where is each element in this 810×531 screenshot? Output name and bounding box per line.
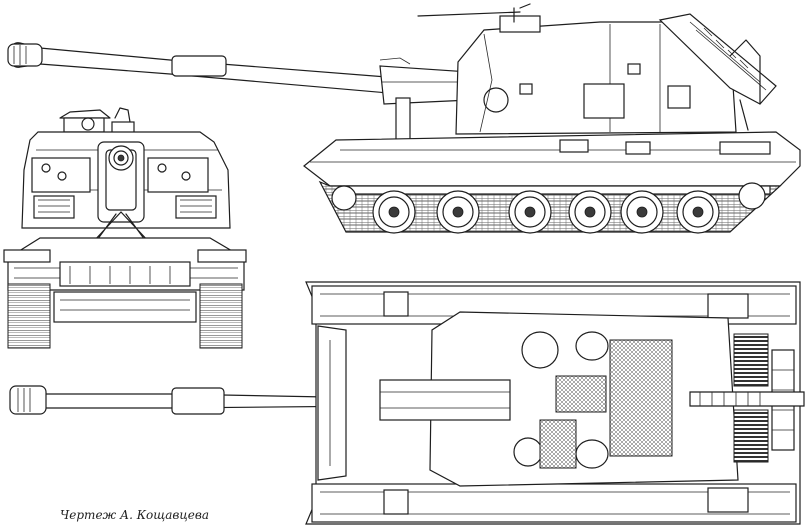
road-wheel xyxy=(574,196,606,228)
road-wheel xyxy=(626,196,658,228)
road-wheel xyxy=(682,196,714,228)
drawing-credit: Чертеж А. Кощавцева xyxy=(60,508,209,522)
road-wheel xyxy=(452,206,464,218)
road-wheel xyxy=(584,206,596,218)
tank-front-view xyxy=(3,107,247,349)
road-wheel xyxy=(514,196,546,228)
road-wheel xyxy=(442,196,474,228)
road-wheel xyxy=(692,206,704,218)
road-wheels xyxy=(331,182,766,234)
road-wheel xyxy=(636,206,648,218)
road-wheel xyxy=(524,206,536,218)
road-wheel xyxy=(388,206,400,218)
idler-wheel xyxy=(331,185,357,211)
idler-wheel xyxy=(738,182,766,210)
road-wheel xyxy=(378,196,410,228)
tank-top-view xyxy=(9,281,805,525)
